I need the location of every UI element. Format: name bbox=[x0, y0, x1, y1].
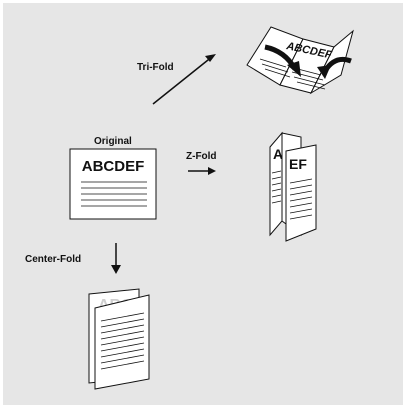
original-label: Original bbox=[94, 136, 132, 147]
fold-illustrations: ABCDEF ABCDEF A bbox=[69, 26, 354, 390]
z-fold-right-text: EF bbox=[289, 156, 307, 172]
z-fold-illustration: A EF bbox=[269, 131, 317, 242]
z-fold-left-text: A bbox=[273, 146, 283, 162]
center-fold-label: Center-Fold bbox=[25, 254, 82, 265]
z-fold-label: Z-Fold bbox=[186, 151, 217, 162]
center-fold-arrow bbox=[111, 243, 121, 274]
z-fold-arrow bbox=[188, 167, 216, 175]
tri-fold-label: Tri-Fold bbox=[137, 62, 174, 73]
original-sheet: ABCDEF bbox=[69, 148, 157, 220]
original-sheet-text: ABCDEF bbox=[82, 158, 145, 175]
tri-fold-illustration: ABCDEF bbox=[246, 26, 354, 95]
fold-options-diagram: ABCDEF ABCDEF A bbox=[3, 3, 403, 405]
tri-fold-arrow bbox=[152, 54, 216, 105]
center-fold-illustration: ABC bbox=[88, 288, 150, 390]
